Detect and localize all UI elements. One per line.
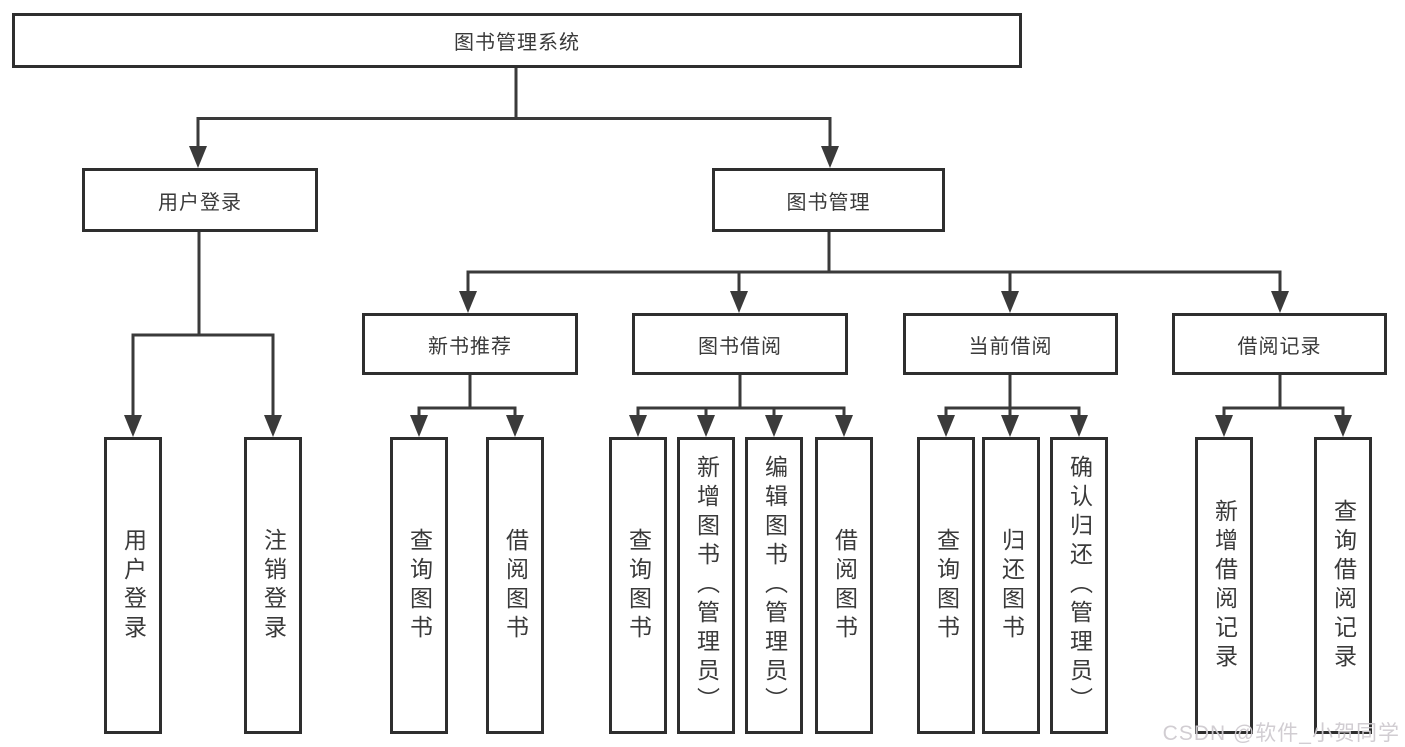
node-user-login: 用户登录 <box>82 168 318 232</box>
leaf-add-book-admin-label: 新增图书（管理员） <box>693 455 720 716</box>
leaf-confirm-return-admin: 确认归还（管理员） <box>1050 437 1108 734</box>
leaf-add-borrow-record: 新增借阅记录 <box>1195 437 1253 734</box>
node-current-borrow: 当前借阅 <box>903 313 1118 375</box>
leaf-borrow-book-label: 借阅图书 <box>831 527 858 644</box>
leaf-return-book-label: 归还图书 <box>998 527 1025 644</box>
leaf-borrow-book: 借阅图书 <box>815 437 873 734</box>
leaf-query-current-book-label: 查询图书 <box>933 527 960 644</box>
node-borrow-records: 借阅记录 <box>1172 313 1387 375</box>
leaf-logout: 注销登录 <box>244 437 302 734</box>
csdn-watermark: CSDN @软件_小贺同学 <box>1162 722 1400 745</box>
node-new-book-recommend: 新书推荐 <box>362 313 578 375</box>
leaf-confirm-return-admin-label: 确认归还（管理员） <box>1066 455 1093 716</box>
leaf-user-login-label: 用户登录 <box>120 527 147 644</box>
node-book-borrow: 图书借阅 <box>632 313 848 375</box>
leaf-query-current-book: 查询图书 <box>917 437 975 734</box>
leaf-query-borrow-record-label: 查询借阅记录 <box>1330 498 1357 673</box>
leaf-user-login: 用户登录 <box>104 437 162 734</box>
node-book-management: 图书管理 <box>712 168 945 232</box>
leaf-add-book-admin: 新增图书（管理员） <box>677 437 735 734</box>
leaf-edit-book-admin-label: 编辑图书（管理员） <box>761 455 788 716</box>
leaf-query-book-label: 查询图书 <box>625 527 652 644</box>
leaf-borrow-book-recommend-label: 借阅图书 <box>502 527 529 644</box>
leaf-logout-label: 注销登录 <box>260 527 287 644</box>
leaf-query-borrow-record: 查询借阅记录 <box>1314 437 1372 734</box>
leaf-return-book: 归还图书 <box>982 437 1040 734</box>
leaf-query-book: 查询图书 <box>609 437 667 734</box>
leaf-query-book-recommend: 查询图书 <box>390 437 448 734</box>
leaf-query-book-recommend-label: 查询图书 <box>406 527 433 644</box>
node-root: 图书管理系统 <box>12 13 1022 68</box>
leaf-borrow-book-recommend: 借阅图书 <box>486 437 544 734</box>
leaf-add-borrow-record-label: 新增借阅记录 <box>1211 498 1238 673</box>
leaf-edit-book-admin: 编辑图书（管理员） <box>745 437 803 734</box>
